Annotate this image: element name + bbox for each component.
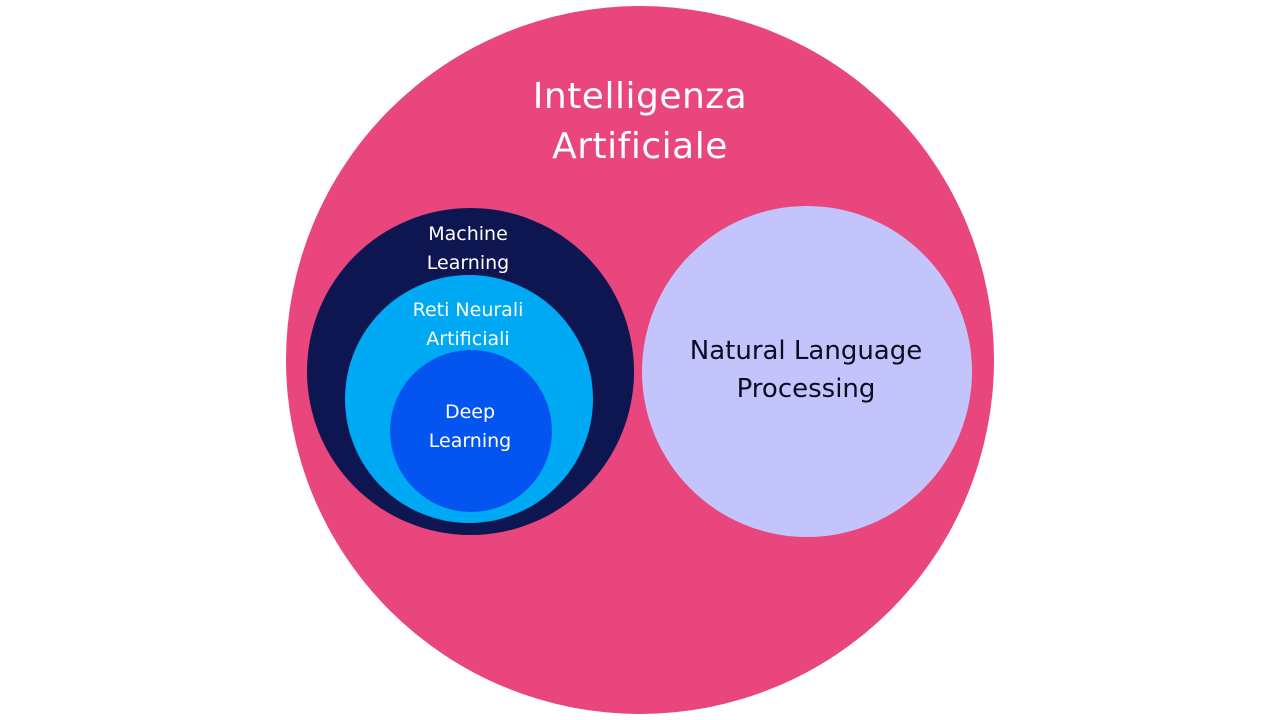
ml-label-line2: Learning (426, 252, 510, 274)
nlp-circle (642, 206, 972, 537)
ann-label-line2: Artificiali (426, 328, 510, 350)
ai-label-line1: Intelligenza (532, 76, 748, 117)
dl-label-line1: Deep (444, 401, 496, 423)
nlp-label: Natural Language Processing (690, 332, 922, 408)
machine-learning-label: Machine Learning (427, 220, 510, 278)
nlp-label-line1: Natural Language (689, 336, 923, 366)
ai-label-line2: Artificiale (552, 126, 728, 167)
ann-label-line1: Reti Neurali (412, 299, 524, 321)
deep-learning-circle (390, 350, 552, 512)
neural-networks-label: Reti Neurali Artificiali (413, 296, 524, 354)
dl-label-line2: Learning (428, 430, 512, 452)
deep-learning-label: Deep Learning (429, 398, 512, 456)
ml-label-line1: Machine (428, 223, 508, 245)
ai-label: Intelligenza Artificiale (533, 72, 747, 172)
nlp-label-line2: Processing (736, 374, 876, 404)
